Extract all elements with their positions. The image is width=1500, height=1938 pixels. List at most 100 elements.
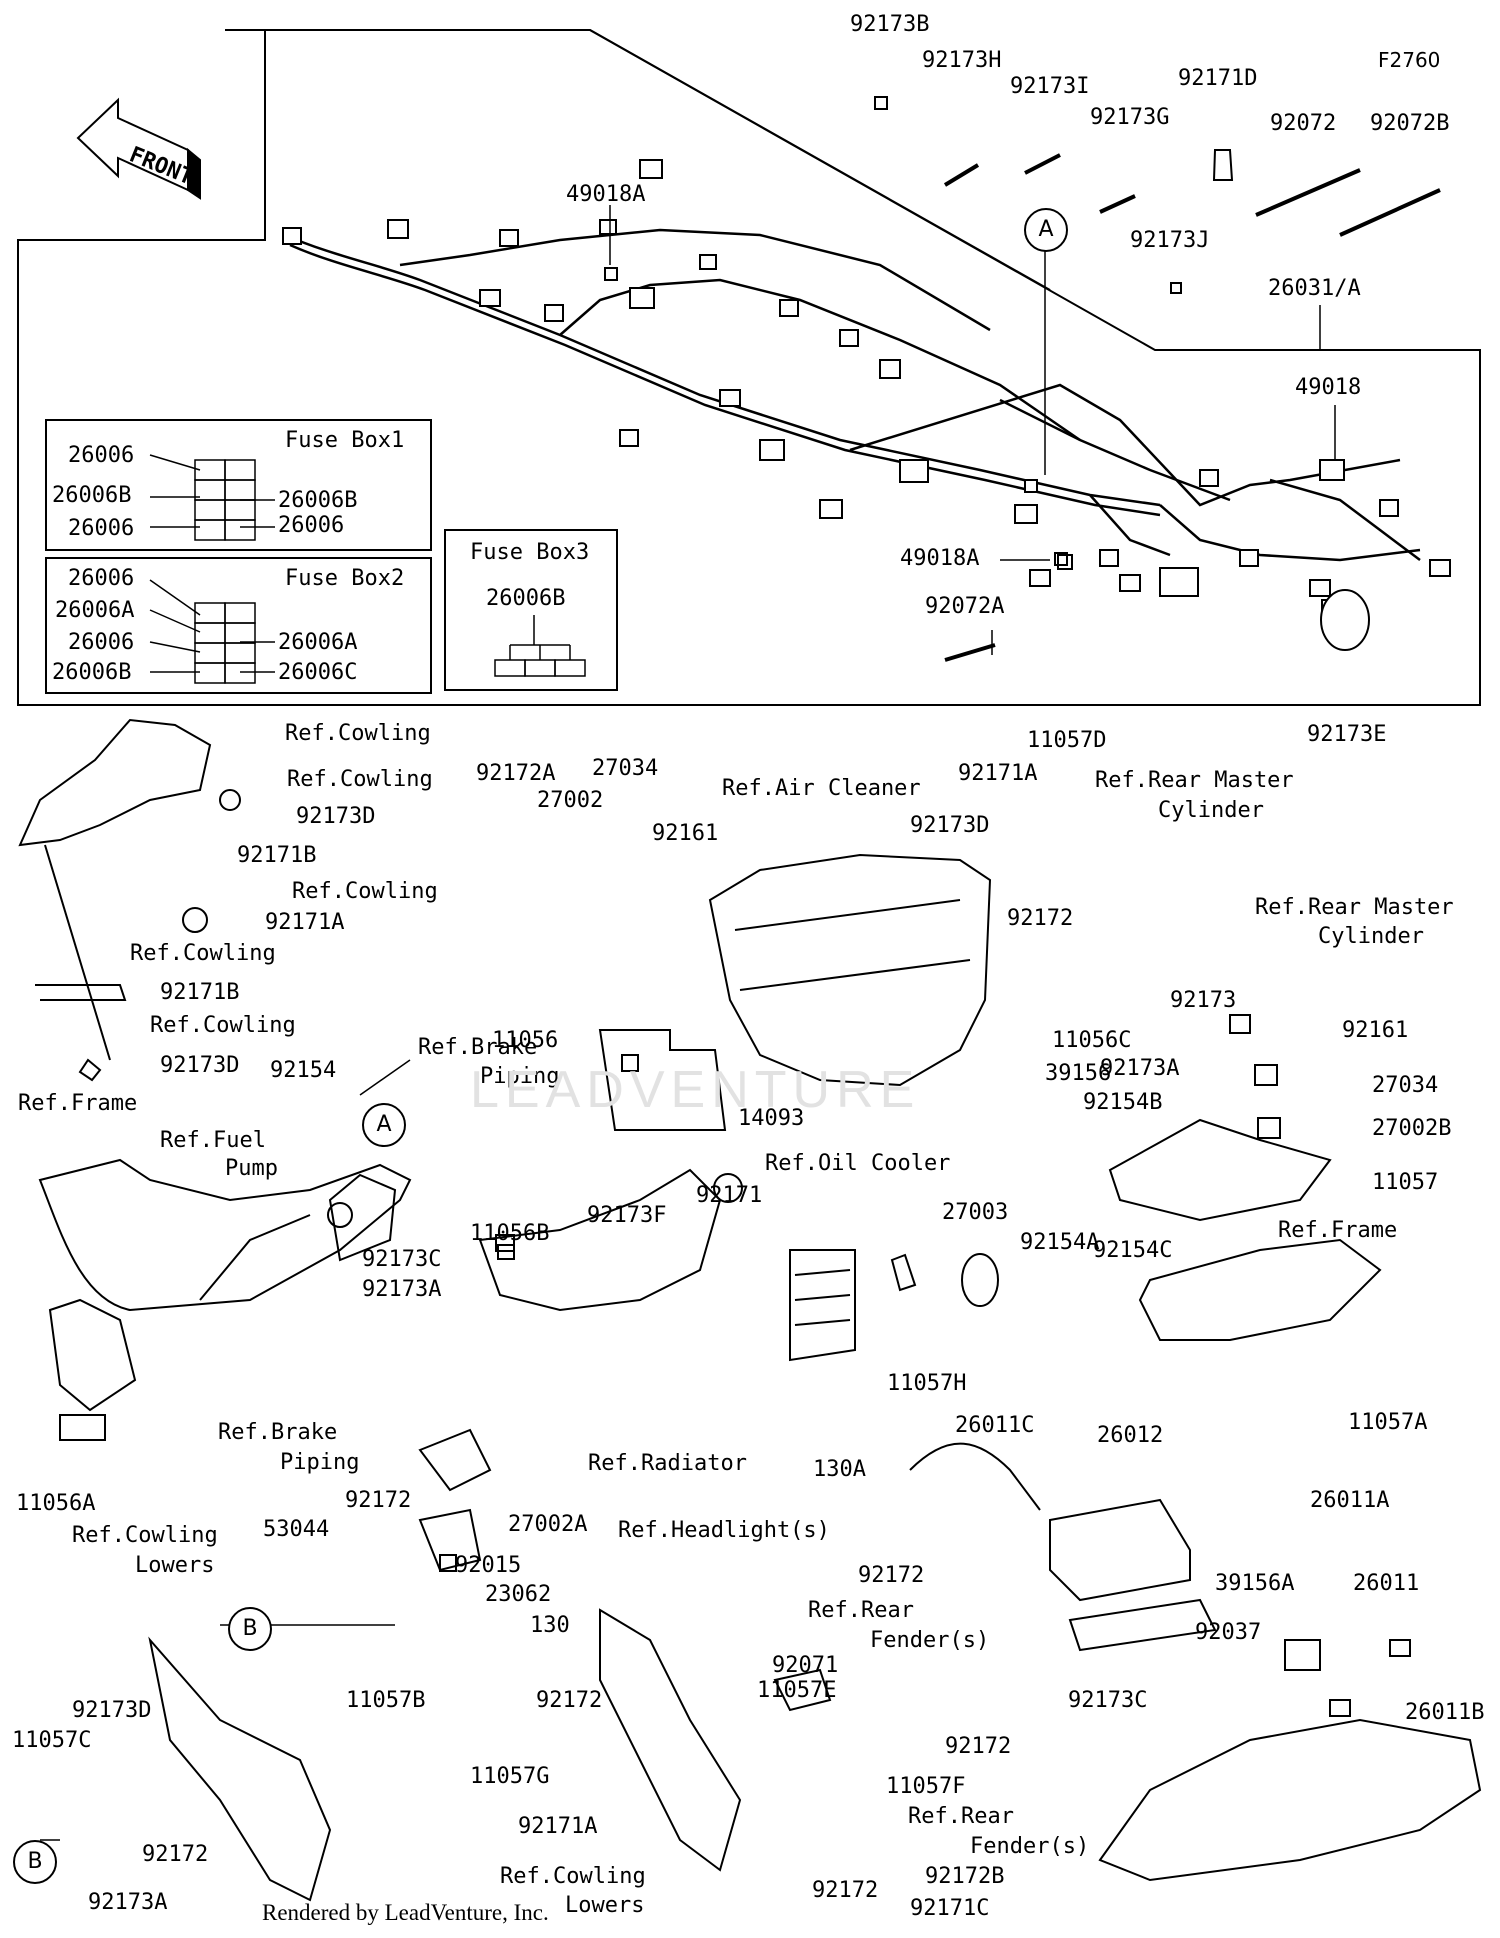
ref-label[interactable]: Cylinder bbox=[1158, 798, 1264, 823]
part-label[interactable]: 92173H bbox=[922, 48, 1002, 73]
ref-label[interactable]: Piping bbox=[280, 1450, 360, 1475]
ref-label[interactable]: Ref.Cowling bbox=[285, 721, 431, 746]
part-label[interactable]: 92173C bbox=[362, 1247, 442, 1272]
part-label[interactable]: 92173A bbox=[1100, 1056, 1180, 1081]
part-label[interactable]: 92172 bbox=[142, 1842, 209, 1867]
part-label[interactable]: 14093 bbox=[738, 1106, 805, 1131]
ref-label[interactable]: Cylinder bbox=[1318, 924, 1424, 949]
part-label[interactable]: 11057G bbox=[470, 1764, 550, 1789]
part-label[interactable]: 92173 bbox=[1170, 988, 1237, 1013]
part-label[interactable]: 11057 bbox=[1372, 1170, 1439, 1195]
part-label[interactable]: 11057B bbox=[346, 1688, 426, 1713]
part-label[interactable]: 92072A bbox=[925, 594, 1005, 619]
part-label[interactable]: 27003 bbox=[942, 1200, 1009, 1225]
part-label[interactable]: 27034 bbox=[592, 756, 659, 781]
part-label[interactable]: 49018A bbox=[566, 182, 646, 207]
ref-label[interactable]: Ref.Fuel bbox=[160, 1128, 266, 1153]
part-label[interactable]: 130A bbox=[813, 1457, 866, 1482]
part-label[interactable]: 92173A bbox=[362, 1277, 442, 1302]
part-label[interactable]: 92173G bbox=[1090, 105, 1170, 130]
part-label[interactable]: 130 bbox=[530, 1613, 570, 1638]
ref-label[interactable]: Ref.Cowling bbox=[72, 1523, 218, 1548]
ref-label[interactable]: Lowers bbox=[565, 1893, 645, 1918]
ref-label[interactable]: Ref.Frame bbox=[1278, 1218, 1398, 1243]
part-label[interactable]: 92173B bbox=[850, 12, 930, 37]
part-label[interactable]: 92154C bbox=[1093, 1238, 1173, 1263]
part-label[interactable]: 11057A bbox=[1348, 1410, 1428, 1435]
part-label[interactable]: 92173J bbox=[1130, 228, 1210, 253]
part-label[interactable]: 53044 bbox=[263, 1517, 330, 1542]
part-label[interactable]: 92171D bbox=[1178, 66, 1258, 91]
part-label[interactable]: 92171A bbox=[518, 1814, 598, 1839]
part-label[interactable]: 92173D bbox=[910, 813, 990, 838]
part-label[interactable]: 92172 bbox=[812, 1878, 879, 1903]
part-label[interactable]: 11057D bbox=[1027, 728, 1107, 753]
part-label[interactable]: 92154A bbox=[1020, 1230, 1100, 1255]
part-label[interactable]: 92173I bbox=[1010, 74, 1090, 99]
ref-label[interactable]: Fender(s) bbox=[870, 1628, 990, 1653]
part-label[interactable]: 92171B bbox=[160, 980, 240, 1005]
part-label[interactable]: 26012 bbox=[1097, 1423, 1164, 1448]
part-label[interactable]: 92173C bbox=[1068, 1688, 1148, 1713]
part-label[interactable]: 11056B bbox=[470, 1221, 550, 1246]
part-label[interactable]: 92172 bbox=[945, 1734, 1012, 1759]
part-label[interactable]: 11057H bbox=[887, 1371, 967, 1396]
part-label[interactable]: 26011B bbox=[1405, 1700, 1485, 1725]
ref-label[interactable]: Ref.Brake bbox=[418, 1035, 538, 1060]
part-label[interactable]: 92173E bbox=[1307, 722, 1387, 747]
ref-label[interactable]: Ref.Cowling bbox=[292, 879, 438, 904]
part-label[interactable]: 39156 bbox=[1045, 1061, 1112, 1086]
part-label[interactable]: 27002A bbox=[508, 1512, 588, 1537]
part-label[interactable]: 92173D bbox=[296, 804, 376, 829]
ref-label[interactable]: Ref.Radiator bbox=[588, 1451, 747, 1476]
part-label[interactable]: 92172A bbox=[476, 761, 556, 786]
part-label[interactable]: 11056A bbox=[16, 1491, 96, 1516]
ref-label[interactable]: Pump bbox=[225, 1156, 278, 1181]
part-label[interactable]: 92072 bbox=[1270, 111, 1337, 136]
ref-label[interactable]: Piping bbox=[480, 1064, 560, 1089]
ref-label[interactable]: Ref.Headlight(s) bbox=[618, 1518, 830, 1543]
ref-label[interactable]: Ref.Rear Master bbox=[1255, 895, 1454, 920]
part-label[interactable]: 26011A bbox=[1310, 1488, 1390, 1513]
part-label[interactable]: 92173F bbox=[587, 1203, 667, 1228]
part-label[interactable]: 92173D bbox=[160, 1053, 240, 1078]
part-label[interactable]: 92171A bbox=[958, 761, 1038, 786]
ref-label[interactable]: Ref.Air Cleaner bbox=[722, 776, 921, 801]
part-label[interactable]: 92072B bbox=[1370, 111, 1450, 136]
part-label[interactable]: 27034 bbox=[1372, 1073, 1439, 1098]
ref-label[interactable]: Fender(s) bbox=[970, 1834, 1090, 1859]
part-label[interactable]: 23062 bbox=[485, 1582, 552, 1607]
ref-label[interactable]: Ref.Cowling bbox=[287, 767, 433, 792]
part-label[interactable]: 26011 bbox=[1353, 1571, 1420, 1596]
ref-label[interactable]: Ref.Brake bbox=[218, 1420, 338, 1445]
part-label[interactable]: 11057C bbox=[12, 1728, 92, 1753]
part-label[interactable]: 92172 bbox=[345, 1488, 412, 1513]
part-label[interactable]: 92173D bbox=[72, 1698, 152, 1723]
part-label[interactable]: 92173A bbox=[88, 1890, 168, 1915]
part-label[interactable]: 26011C bbox=[955, 1413, 1035, 1438]
part-label[interactable]: 92171 bbox=[696, 1183, 763, 1208]
part-label[interactable]: 27002 bbox=[537, 788, 604, 813]
part-label[interactable]: 92172 bbox=[536, 1688, 603, 1713]
ref-label[interactable]: Ref.Cowling bbox=[500, 1864, 646, 1889]
part-label[interactable]: 92172 bbox=[1007, 906, 1074, 931]
part-label[interactable]: 92172 bbox=[858, 1563, 925, 1588]
part-label[interactable]: 92154 bbox=[270, 1058, 337, 1083]
part-label[interactable]: 92171B bbox=[237, 843, 317, 868]
ref-label[interactable]: Ref.Cowling bbox=[130, 941, 276, 966]
part-label[interactable]: 92171A bbox=[265, 910, 345, 935]
part-label[interactable]: 11056C bbox=[1052, 1028, 1132, 1053]
part-label[interactable]: 11057E bbox=[757, 1678, 837, 1703]
part-label[interactable]: 92161 bbox=[1342, 1018, 1409, 1043]
part-label[interactable]: 27002B bbox=[1372, 1116, 1452, 1141]
part-label[interactable]: 92037 bbox=[1195, 1620, 1262, 1645]
ref-label[interactable]: Ref.Frame bbox=[18, 1091, 138, 1116]
part-label[interactable]: 92071 bbox=[772, 1653, 839, 1678]
part-label[interactable]: 92171C bbox=[910, 1896, 990, 1921]
ref-label[interactable]: Ref.Rear bbox=[908, 1804, 1014, 1829]
part-label[interactable]: 26031/A bbox=[1268, 276, 1361, 301]
part-label[interactable]: 92161 bbox=[652, 821, 719, 846]
part-label[interactable]: 92172B bbox=[925, 1864, 1005, 1889]
ref-label[interactable]: Ref.Rear Master bbox=[1095, 768, 1294, 793]
ref-label[interactable]: Ref.Rear bbox=[808, 1598, 914, 1623]
